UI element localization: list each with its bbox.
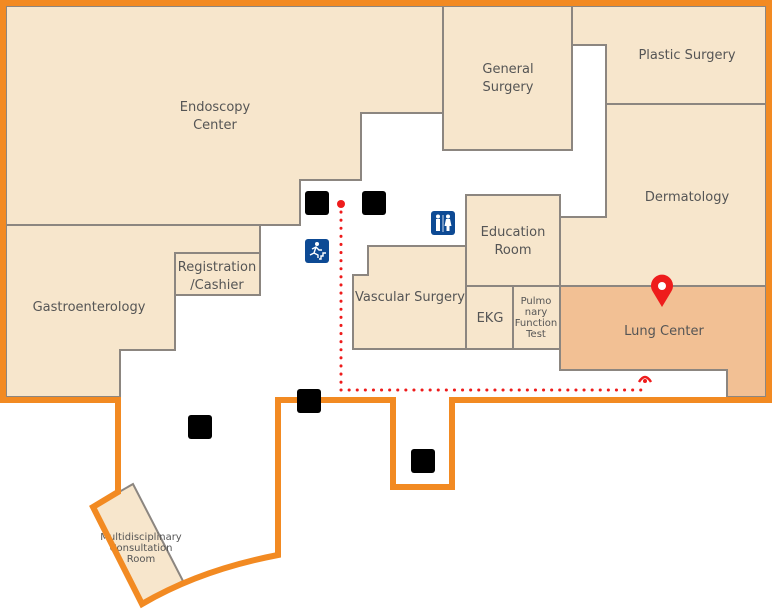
room-label: Surgery [483, 80, 534, 95]
room-gastroenterology[interactable]: Gastroenterology [5, 224, 261, 398]
room-label: Registration [178, 260, 256, 275]
room-label: Room [127, 554, 155, 565]
escalator-icon[interactable] [188, 415, 212, 439]
room-label: Room [494, 243, 531, 258]
room-education[interactable]: Education Room [465, 194, 561, 287]
room-label: /Cashier [190, 278, 244, 293]
room-label: Education [481, 225, 546, 240]
restroom-icon[interactable] [431, 211, 455, 235]
room-label: Consultation [110, 543, 173, 554]
emergency-exit-icon[interactable] [305, 239, 329, 263]
elevator-icon[interactable] [362, 191, 386, 215]
room-general-surgery[interactable]: General Surgery [442, 5, 573, 151]
room-label: Multidisciplinary [100, 532, 182, 543]
elevator-icon[interactable] [411, 449, 435, 473]
room-label: Gastroenterology [33, 300, 146, 315]
room-label: Lung Center [624, 324, 704, 339]
room-dermatology[interactable]: Dermatology [559, 103, 767, 287]
room-pulmonary-function-test[interactable]: Pulmo nary Function Test [512, 285, 561, 350]
route-start [337, 200, 345, 208]
location-pin-icon[interactable] [651, 274, 674, 307]
room-label: Vascular Surgery [355, 290, 465, 305]
room-lung-center[interactable]: Lung Center [559, 285, 767, 398]
room-label: Center [193, 118, 237, 133]
elevator-icon[interactable] [305, 191, 329, 215]
route-path [337, 200, 647, 392]
room-vascular-surgery[interactable]: Vascular Surgery [352, 245, 467, 350]
room-label: Pulmo [521, 296, 552, 307]
room-label: EKG [477, 311, 504, 326]
room-label: Dermatology [645, 190, 730, 205]
room-label: Plastic Surgery [638, 48, 735, 63]
escalator-icon[interactable] [297, 389, 321, 413]
room-label: General [482, 62, 533, 77]
room-ekg[interactable]: EKG [465, 285, 514, 350]
room-label: Endoscopy [180, 100, 251, 115]
arrival-marker-icon [637, 375, 653, 383]
room-label: Function [515, 318, 558, 329]
room-label: Test [525, 329, 546, 340]
room-plastic-surgery[interactable]: Plastic Surgery [571, 5, 767, 105]
room-registration[interactable]: Registration /Cashier [174, 252, 261, 296]
room-label: nary [525, 307, 548, 318]
